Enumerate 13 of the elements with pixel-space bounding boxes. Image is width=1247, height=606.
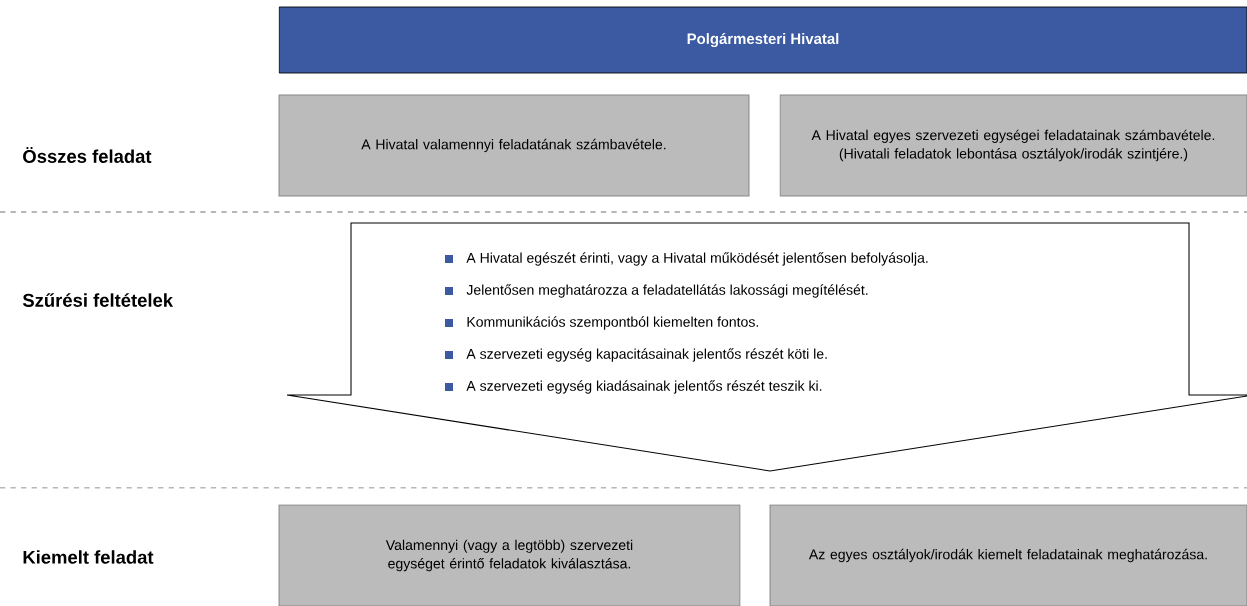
header-box: Polgármesteri Hivatal	[278, 6, 1247, 74]
task-box: A Hivatal valamennyi feladatának számbavétele.	[278, 94, 750, 197]
bullet-item: Jelentősen meghatározza a feladatellátás lakossági megítélését.	[445, 284, 868, 298]
task-box: Az egyes osztályok/irodák kiemelt feladatainak meghatározása.	[769, 504, 1247, 606]
row-label: Szűrési feltételek	[22, 293, 174, 307]
row-label: Összes feladat	[23, 147, 152, 163]
bullet-item: A Hivatal egészét érinti, vagy a Hivatal működését jelentősen befolyásolja.	[445, 252, 928, 266]
bullet-item: Kommunikációs szempontból kiemelten fontos.	[445, 316, 758, 330]
task-box: Valamennyi (vagy a legtöbb) szervezeti egységet érintő feladatok kiválasztása.	[278, 504, 741, 606]
row-label: Kiemelt feladat	[23, 550, 154, 564]
bullet-item: A szervezeti egység kapacitásainak jelentős részét köti le.	[445, 348, 827, 362]
bullet-item: A szervezeti egység kiadásainak jelentős részét teszik ki.	[445, 380, 822, 394]
task-box: A Hivatal egyes szervezeti egységei feladatainak számbavétele. (Hivatali feladatok lebontása osztályok/irodák szintjére.)	[779, 94, 1247, 197]
